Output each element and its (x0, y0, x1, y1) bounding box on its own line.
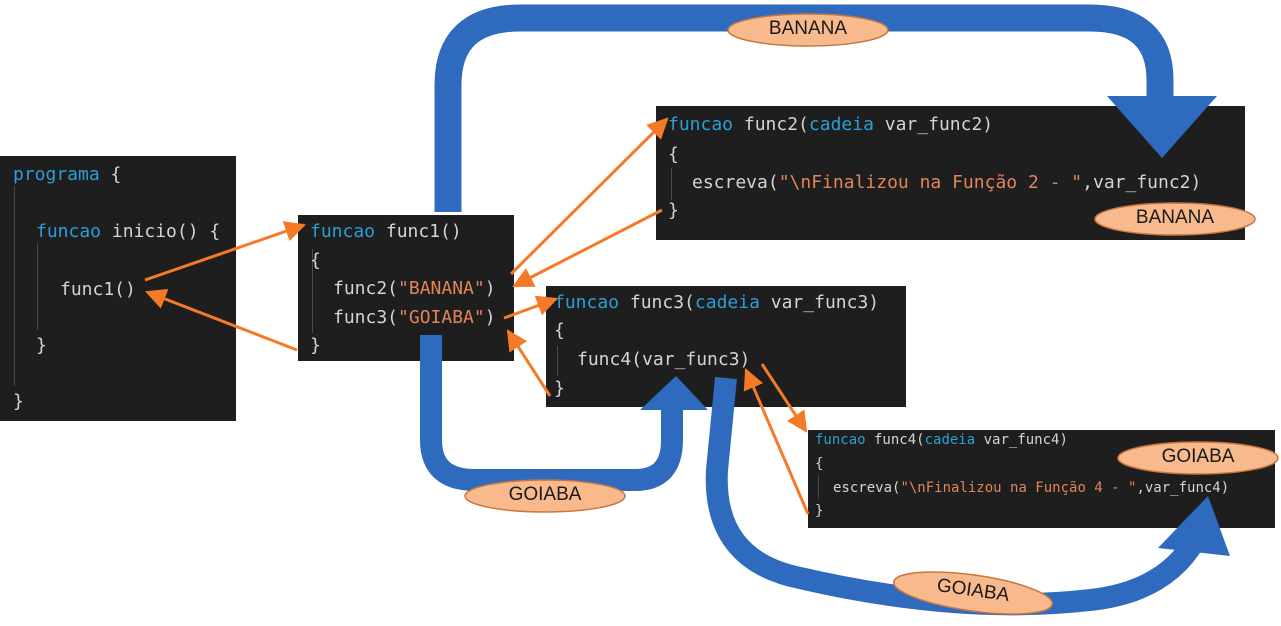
label-goiaba-func1: GOIABA (508, 484, 582, 505)
keyword-programa: programa (13, 164, 100, 185)
goiaba-flow-arrow-to-func3 (420, 335, 683, 491)
func4-close-brace: } (815, 503, 824, 519)
indent-guide (557, 346, 558, 376)
label-bubble-goiaba-func4 (1117, 441, 1279, 475)
label-bubble-banana-func2 (1094, 202, 1256, 236)
func1-header-line: funcao func1() (310, 221, 462, 242)
type-cadeia: cadeia (924, 432, 976, 448)
func3-call-line: func3("GOIABA") (333, 307, 496, 328)
call-arrow-func1-to-func2 (509, 117, 669, 276)
indent-guide (671, 168, 672, 200)
program-brace: { (99, 164, 122, 185)
func1-code-block: funcao func1() { func2("BANANA") func3("… (298, 215, 514, 361)
type-cadeia: cadeia (694, 292, 760, 313)
label-bubble-goiaba-func1 (464, 479, 626, 513)
func1-close-brace: } (310, 335, 321, 356)
return-arrow-func2-to-func1 (512, 208, 663, 288)
func4-header-line: funcao func4(cadeia var_func4) (815, 432, 1068, 448)
indent-guide (14, 186, 15, 386)
func2-call-line: func2("BANANA") (333, 278, 496, 299)
func3-open-brace: { (554, 320, 565, 341)
call-arrow-func3-to-func4 (760, 363, 808, 433)
inicio-signature: inicio() { (101, 221, 221, 242)
func4-open-brace: { (815, 456, 824, 472)
goiaba-flow-arrowhead-func4 (1158, 496, 1230, 556)
func2-message-string: "\nFinalizou na Função 2 - " (778, 172, 1083, 193)
indent-guide (818, 475, 819, 499)
indent-guide (312, 249, 313, 333)
func3-header-line: funcao func3(cadeia var_func3) (554, 292, 880, 313)
func1-call-line: func1() (60, 279, 136, 300)
func1-open-brace: { (310, 250, 321, 271)
label-banana-func2: BANANA (1135, 207, 1215, 228)
string-goiaba: "GOIABA" (398, 307, 485, 328)
func2-open-brace: { (668, 144, 679, 165)
keyword-funcao: funcao (554, 292, 620, 313)
keyword-funcao: funcao (668, 114, 734, 135)
return-arrow-func1-to-main (145, 289, 298, 352)
return-arrow-func3-to-func1 (506, 329, 552, 397)
func4-call-line: func4(var_func3) (577, 349, 751, 370)
goiaba-flow-arrow-to-func4 (705, 376, 1205, 616)
banana-flow-arrowhead (1107, 96, 1217, 158)
label-goiaba-func4: GOIABA (1161, 446, 1235, 467)
func3-close-brace: } (554, 378, 565, 399)
call-arrow-main-to-func1 (144, 221, 306, 282)
func1-signature: func1() (375, 221, 462, 242)
main-program-code-block: programa { funcao inicio() { func1() } } (0, 156, 236, 421)
label-bubble-banana-top (727, 13, 889, 47)
program-header-line: programa { (13, 164, 121, 185)
keyword-funcao: funcao (815, 432, 866, 448)
func4-message-string: "\nFinalizou na Função 4 - " (900, 480, 1137, 496)
indent-guide (37, 243, 38, 330)
label-banana-top: BANANA (768, 18, 848, 39)
func2-body-line: escreva("\nFinalizou na Função 2 - ",var… (692, 172, 1202, 193)
inicio-close-brace: } (36, 335, 47, 356)
label-bubble-goiaba-bottom (892, 571, 1054, 615)
func4-body-line: escreva("\nFinalizou na Função 4 - ",var… (833, 480, 1230, 496)
func2-close-brace: } (668, 200, 679, 221)
call-arrow-func1-to-func3 (503, 295, 558, 320)
func4-code-block: funcao func4(cadeia var_func4) { escreva… (808, 430, 1275, 528)
keyword-funcao: funcao (36, 221, 102, 242)
func2-header-line: funcao func2(cadeia var_func2) (668, 114, 994, 135)
inicio-header-line: funcao inicio() { (36, 221, 220, 242)
program-close-brace: } (13, 391, 24, 412)
keyword-funcao: funcao (310, 221, 376, 242)
type-cadeia: cadeia (808, 114, 874, 135)
string-banana: "BANANA" (398, 278, 485, 299)
return-arrow-func4-to-func3 (743, 368, 810, 515)
goiaba-flow-arrowhead-func3 (640, 376, 708, 410)
banana-flow-arrow (434, 4, 1174, 212)
